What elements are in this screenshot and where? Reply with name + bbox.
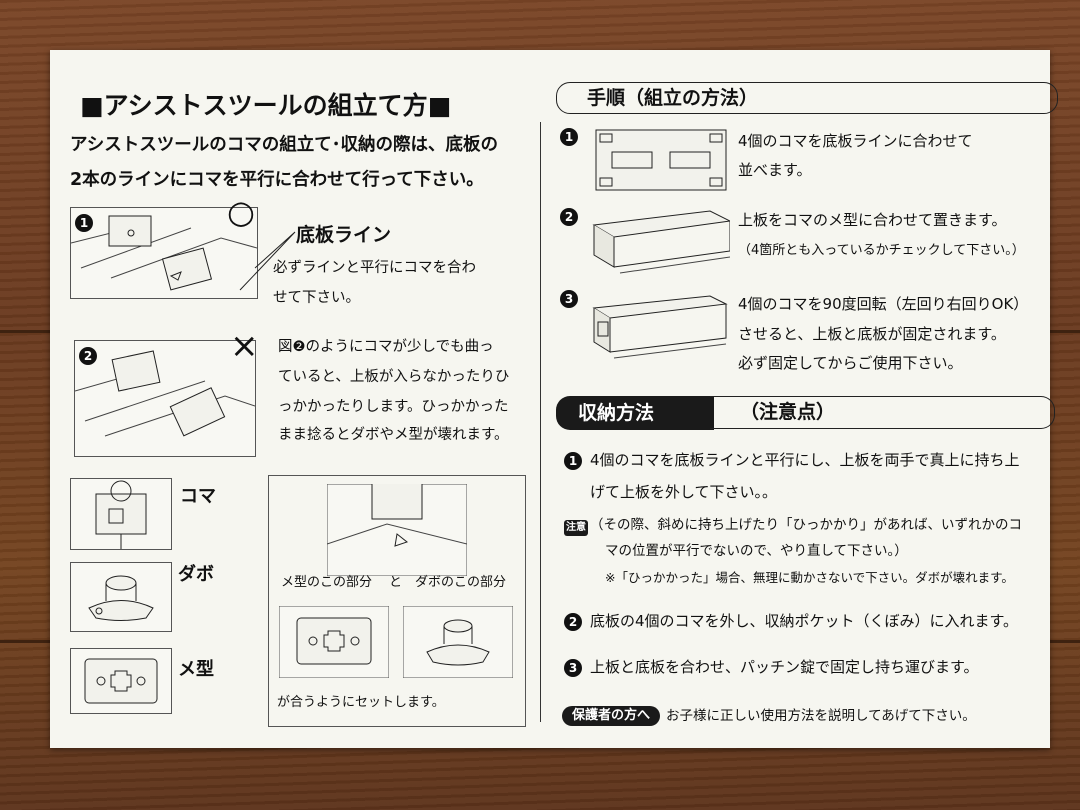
megata-figure — [70, 648, 172, 714]
dabo-illustration — [88, 575, 154, 621]
megata-illustration — [84, 658, 158, 704]
figure-1-correct: 1 — [70, 207, 258, 299]
fig2-text-1: 図❷のようにコマが少しでも曲っ — [278, 339, 494, 355]
caution-tag: 注意 — [564, 520, 588, 536]
caution-line-3: ※「ひっかかった」場合、無理に動かさないで下さい。ダボが壊れます。 — [605, 570, 1014, 585]
dabo-label: ダボ — [178, 564, 214, 585]
baseline-text-1: 必ずラインと平行にコマを合わ — [273, 260, 476, 276]
storage-tab: 収納方法 — [556, 396, 714, 430]
figure-2-illustration — [74, 350, 256, 437]
koma-label: コマ — [180, 486, 216, 507]
step-2-line-1: 上板をコマのメ型に合わせて置きます。 — [738, 211, 1007, 229]
storage-step-number-3: 3 — [564, 659, 582, 677]
figure-number-1: 1 — [75, 214, 93, 232]
caution-line-2: マの位置が平行でないので、やり直して下さい。） — [605, 543, 908, 559]
megata-label: メ型 — [178, 659, 214, 680]
step-2-illustration — [592, 210, 730, 274]
assembly-title: ■アシストスツールの組立て方■ — [80, 91, 452, 120]
storage-step-2-line-1: 底板の4個のコマを外し、収納ポケット（くぼみ）に入れます。 — [590, 612, 1019, 630]
storage-note-heading: （注意点） — [710, 396, 1055, 429]
storage-step-1-line-1: 4個のコマを底板ラインと平行にし、上板を両手で真上に持ち上 — [590, 451, 1020, 469]
step-number-2: 2 — [560, 208, 578, 226]
detail-top-illustration — [327, 484, 467, 576]
megata-detail — [279, 606, 389, 678]
detail-right-caption: ダボのこの部分 — [415, 575, 507, 590]
caution-line-1: （その際、斜めに持ち上げたり「ひっかかり」があれば、いずれかのコ — [590, 517, 1022, 533]
column-divider — [540, 122, 541, 722]
detail-bottom-text: が合うようにセットします。 — [277, 695, 445, 710]
dabo-figure — [70, 562, 172, 632]
storage-step-1-line-2: げて上板を外して下さい。。 — [590, 483, 778, 501]
baseline-label: 底板ライン — [296, 224, 392, 246]
koma-figure — [70, 478, 172, 550]
procedure-heading: 手順（組立の方法） — [556, 82, 1058, 114]
step-3-line-2: させると、上板と底板が固定されます。 — [738, 325, 1006, 343]
step-3-line-3: 必ず固定してからご使用下さい。 — [738, 354, 963, 372]
step-1-line-2: 並べます。 — [738, 161, 812, 179]
detail-box: メ型のこの部分 と ダボのこの部分 が合うようにセットします。 — [268, 475, 526, 727]
intro-line-2: 2本のラインにコマを平行に合わせて行って下さい。 — [70, 170, 484, 190]
detail-left-caption: メ型のこの部分 — [281, 575, 373, 590]
fig2-text-4: まま捻るとダボやメ型が壊れます。 — [278, 427, 509, 443]
step-number-1: 1 — [560, 128, 578, 146]
step-number-3: 3 — [560, 290, 578, 308]
dabo-detail — [403, 606, 513, 678]
step-1-illustration — [595, 129, 727, 191]
baseline-pointer — [239, 231, 296, 291]
instruction-sheet: ■アシストスツールの組立て方■ アシストスツールのコマの組立て･収納の際は、底板… — [50, 50, 1058, 748]
koma-illustration — [95, 480, 147, 549]
step-3-line-1: 4個のコマを90度回転（左回り右回りOK） — [738, 295, 1029, 313]
detail-and: と — [389, 575, 403, 590]
storage-step-number-2: 2 — [564, 613, 582, 631]
figure-2-wrong: 2 — [74, 340, 256, 457]
fig2-text-3: っかかったりします。ひっかかった — [278, 399, 509, 415]
wrong-mark: × — [230, 326, 259, 366]
step-1-line-1: 4個のコマを底板ラインに合わせて — [738, 132, 973, 150]
figure-1-illustration — [70, 215, 258, 291]
correct-mark: ○ — [227, 193, 255, 231]
storage-step-number-1: 1 — [564, 452, 582, 470]
step-2-line-2: （4箇所とも入っているかチェックして下さい。） — [738, 243, 1025, 258]
figure-number-2: 2 — [79, 347, 97, 365]
guardian-text: お子様に正しい使用方法を説明してあげて下さい。 — [666, 708, 976, 724]
guardian-pill: 保護者の方へ — [562, 706, 660, 726]
baseline-text-2: せて下さい。 — [273, 290, 360, 306]
step-3-illustration — [592, 295, 728, 359]
storage-step-3-line-1: 上板と底板を合わせ、パッチン錠で固定し持ち運びます。 — [590, 658, 979, 676]
intro-line-1: アシストスツールのコマの組立て･収納の際は、底板の — [70, 135, 499, 155]
fig2-text-2: ていると、上板が入らなかったりひ — [278, 369, 510, 385]
